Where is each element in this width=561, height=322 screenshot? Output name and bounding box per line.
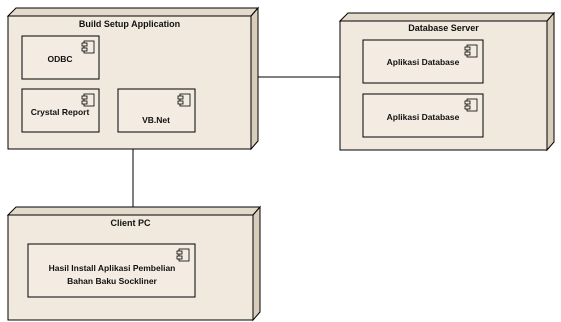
node-client-pc: Client PC Hasil Install Aplikasi Pembeli… [6, 205, 262, 322]
component-label: ODBC [47, 54, 72, 64]
component-label: Aplikasi Database [387, 57, 460, 67]
component-icon [464, 44, 478, 58]
node-top-face [338, 12, 556, 22]
node-top-face [6, 7, 260, 17]
component-vbnet: VB.Net [117, 88, 196, 133]
component-icon [177, 93, 191, 107]
component-crystal-report: Crystal Report [21, 88, 100, 133]
node-database-server: Database Server Aplikasi Database Aplika… [338, 11, 556, 152]
component-label: Crystal Report [31, 107, 90, 117]
component-icon [81, 93, 95, 107]
node-top-face [6, 206, 262, 216]
component-label: Aplikasi Database [387, 112, 460, 122]
component-aplikasi-database-2: Aplikasi Database [362, 93, 484, 138]
node-side-face [546, 11, 555, 152]
node-title: Client PC [110, 218, 151, 228]
component-odbc: ODBC [21, 35, 100, 80]
component-icon [176, 248, 190, 262]
node-build-setup: Build Setup Application ODBC Crystal Rep… [6, 6, 260, 151]
node-title: Build Setup Application [79, 19, 180, 29]
component-hasil-install: Hasil Install Aplikasi Pembelian Bahan B… [27, 243, 196, 298]
component-label: VB.Net [142, 115, 170, 125]
node-title: Database Server [408, 23, 479, 33]
component-icon [464, 98, 478, 112]
node-side-face [250, 6, 259, 151]
component-icon [81, 40, 95, 54]
component-label-line-1: Hasil Install Aplikasi Pembelian [49, 263, 176, 273]
component-label-line-2: Bahan Baku Sockliner [67, 276, 157, 286]
node-side-face [252, 205, 261, 322]
component-aplikasi-database-1: Aplikasi Database [362, 39, 484, 84]
